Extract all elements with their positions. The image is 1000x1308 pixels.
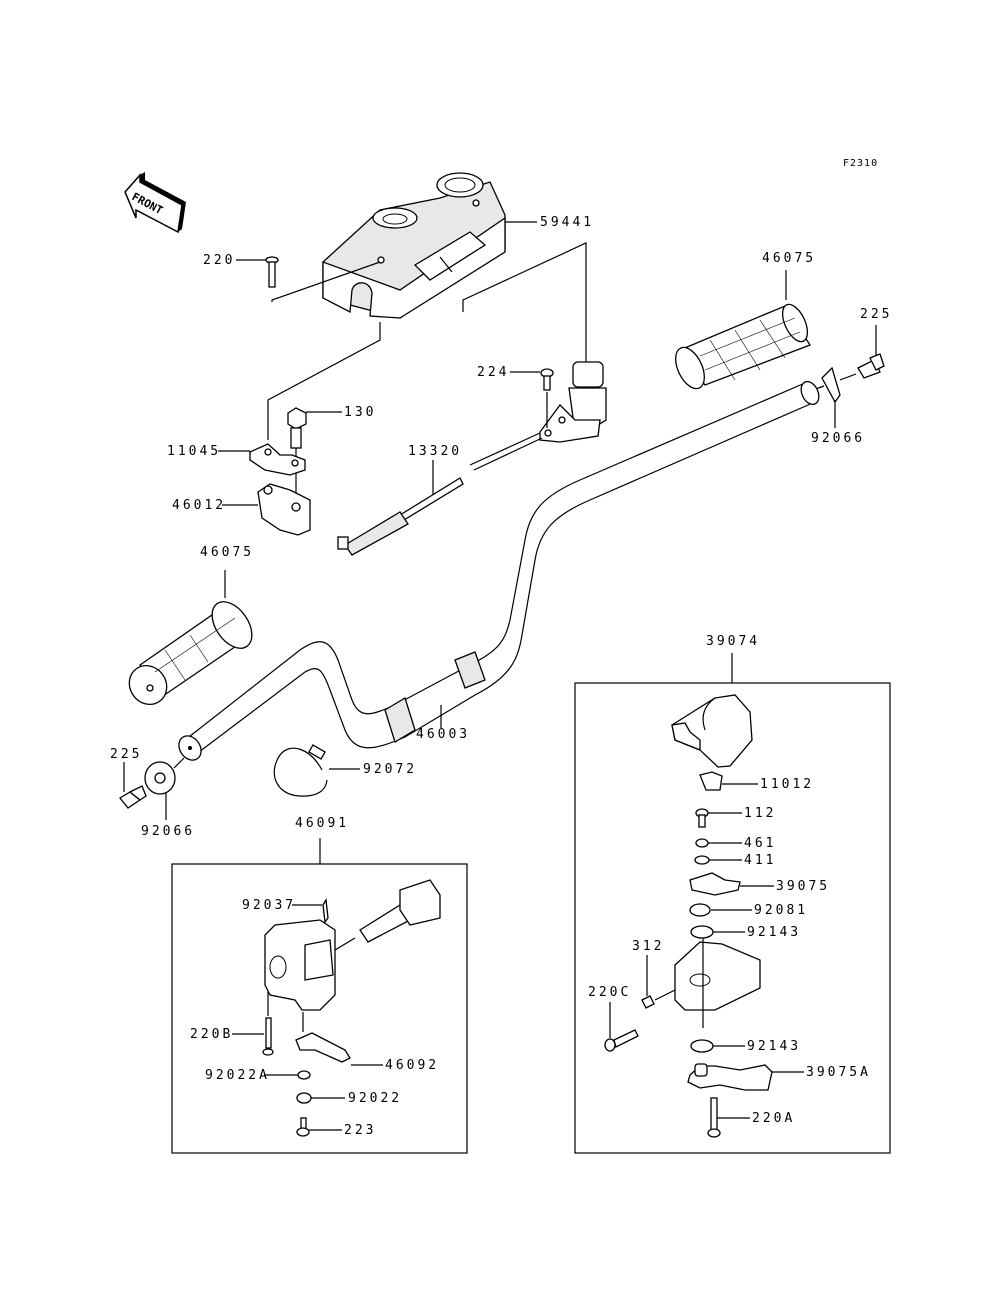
label-holder: 46012 — [172, 498, 226, 513]
label-washer-a: 92022A — [205, 1068, 270, 1083]
label-right-bolt: 225 — [860, 307, 892, 322]
left-bolt-part — [119, 785, 147, 809]
label-throttle-lever: 39075A — [806, 1065, 871, 1080]
label-spring-plate: 11012 — [760, 777, 814, 792]
left-grip-part — [128, 601, 253, 706]
label-handlebar: 46003 — [416, 727, 470, 742]
label-nut-312: 312 — [632, 939, 664, 954]
throttle-lever-part — [687, 1063, 773, 1091]
label-pin: 92037 — [242, 898, 296, 913]
label-throttle-assembly: 39074 — [706, 634, 760, 649]
label-washer-411: 411 — [744, 853, 776, 868]
pin-part — [322, 898, 329, 924]
spring-plate-part — [699, 771, 723, 791]
label-cover: 59441 — [540, 215, 594, 230]
holder-part — [257, 483, 311, 536]
right-bolt-part — [857, 353, 885, 379]
throttle-cable-part — [337, 432, 543, 556]
label-clamp-bolt: 130 — [344, 405, 376, 420]
nut-312-part — [641, 995, 655, 1009]
label-left-bolt: 225 — [110, 747, 142, 762]
throttle-housing-part — [674, 941, 761, 1011]
label-switch-assembly: 46091 — [295, 816, 349, 831]
washer-a-part — [297, 1070, 311, 1080]
label-right-cap: 92066 — [811, 431, 865, 446]
cover-part — [322, 172, 506, 319]
label-nut-223: 223 — [344, 1123, 376, 1138]
label-seal-top: 92143 — [747, 925, 801, 940]
washer-411-part — [694, 855, 710, 865]
screw-icon — [265, 256, 279, 288]
label-band: 92072 — [363, 762, 417, 777]
screw-220c-part — [604, 1029, 639, 1052]
screw-220a-part — [707, 1097, 721, 1138]
label-bolt-112: 112 — [744, 806, 776, 821]
handlebar-part — [178, 380, 820, 761]
right-cap-part — [821, 366, 841, 404]
lever-plate-part — [689, 872, 741, 896]
label-washer: 92022 — [348, 1091, 402, 1106]
label-left-cap: 92066 — [141, 824, 195, 839]
label-plate: 11045 — [167, 444, 221, 459]
right-grip-part — [675, 303, 811, 390]
bolt-112-part — [695, 808, 709, 828]
plate-part — [249, 443, 306, 476]
throttle-cover-part — [671, 694, 753, 768]
washer-461-part — [695, 838, 709, 848]
label-screw-switch: 224 — [477, 365, 509, 380]
label-screw-220b: 220B — [190, 1027, 233, 1042]
label-lever-46092: 46092 — [385, 1058, 439, 1073]
label-screw-220c: 220C — [588, 985, 631, 1000]
clamp-bolt-part — [287, 407, 307, 449]
label-spring: 92081 — [754, 903, 808, 918]
label-lever-plate: 39075 — [776, 879, 830, 894]
screw-220b-part — [262, 1017, 274, 1056]
label-left-grip: 46075 — [200, 545, 254, 560]
label-screw-cover: 220 — [203, 253, 235, 268]
band-part — [273, 744, 328, 797]
nut-223-part — [296, 1117, 310, 1137]
spring-part — [689, 903, 711, 917]
label-seal-bottom: 92143 — [747, 1039, 801, 1054]
seal-bottom-part — [690, 1039, 714, 1053]
throttle-switch-part — [539, 361, 607, 443]
handlebar-switch-part — [264, 879, 441, 1011]
label-screw-220a: 220A — [752, 1111, 795, 1126]
label-washer-461: 461 — [744, 836, 776, 851]
switch-group-box — [171, 863, 468, 1154]
figure-id: F2310 — [843, 158, 878, 169]
washer-part — [296, 1092, 312, 1104]
label-right-grip: 46075 — [762, 251, 816, 266]
seal-top-part — [690, 925, 714, 939]
front-arrow-icon: FRONT — [124, 172, 186, 234]
label-cable: 13320 — [408, 444, 462, 459]
lever-46092-part — [295, 1032, 351, 1063]
throttle-group-box — [574, 682, 891, 1154]
